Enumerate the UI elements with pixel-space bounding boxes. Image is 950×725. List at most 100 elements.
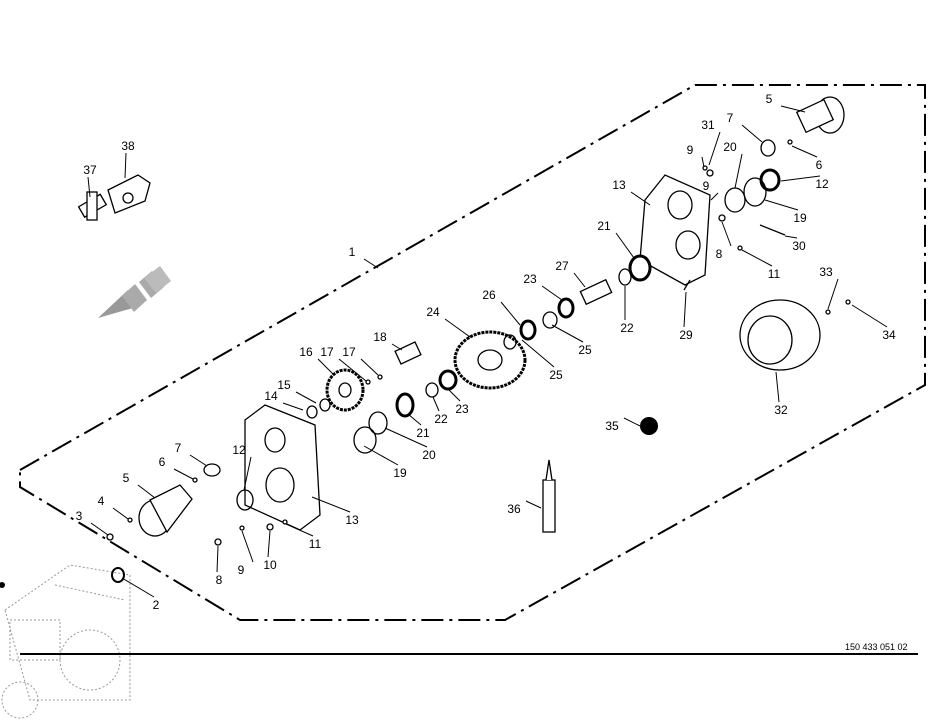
callout-21: 21 <box>416 426 430 440</box>
bearing-21-right <box>628 254 652 282</box>
callout-19: 19 <box>393 466 407 480</box>
callout-9: 9 <box>238 563 245 577</box>
callout-13: 13 <box>612 178 626 192</box>
tube-36 <box>542 459 556 533</box>
leader-line <box>267 530 271 558</box>
callout-4: 4 <box>98 494 105 508</box>
callout-15: 15 <box>277 378 291 392</box>
leader-line <box>791 145 818 158</box>
leader-line <box>780 105 806 113</box>
leader-line <box>121 577 155 598</box>
leader-line <box>500 301 521 326</box>
leader-line <box>112 507 129 520</box>
callout-1: 1 <box>349 245 356 259</box>
callout-12: 12 <box>232 443 246 457</box>
leader-line <box>432 396 440 412</box>
callout-3: 3 <box>76 509 83 523</box>
leader-line <box>243 456 252 491</box>
callout-7: 7 <box>175 441 182 455</box>
leader-line <box>90 522 109 536</box>
callout-25: 25 <box>549 368 563 382</box>
shaft-27 <box>579 278 613 306</box>
leader-line <box>541 285 563 301</box>
leader-line <box>683 291 687 328</box>
leader-line <box>447 388 461 402</box>
callout-32: 32 <box>774 403 788 417</box>
callout-26: 26 <box>482 288 496 302</box>
leader-line <box>391 343 403 351</box>
leader-line <box>87 176 91 198</box>
callout-21: 21 <box>597 219 611 233</box>
leader-line <box>741 124 763 143</box>
callout-23: 23 <box>523 272 537 286</box>
leader-line <box>285 523 314 537</box>
leader-line <box>734 153 743 189</box>
leader-line <box>124 152 127 179</box>
leader-line <box>710 192 719 201</box>
housing-cover-left <box>244 404 321 531</box>
callout-9: 9 <box>703 179 710 193</box>
callout-14: 14 <box>264 389 278 403</box>
leader-line <box>741 249 773 267</box>
leader-line <box>241 530 254 563</box>
callout-20: 20 <box>422 448 436 462</box>
callout-27: 27 <box>555 259 569 273</box>
motor-right <box>795 96 845 134</box>
leader-line <box>630 191 651 206</box>
callout-11: 11 <box>768 267 781 281</box>
leader-line <box>363 258 379 269</box>
leader-line <box>363 445 399 466</box>
leader-line <box>780 175 821 182</box>
leader-line <box>189 454 208 467</box>
leader-line <box>623 417 641 427</box>
callout-17: 17 <box>342 345 356 359</box>
callout-9: 9 <box>687 143 694 157</box>
leader-line <box>721 221 732 247</box>
callout-37: 37 <box>83 163 97 177</box>
assembly-boundary <box>19 84 926 621</box>
leader-line <box>764 199 799 211</box>
bearing-21-left <box>395 392 415 418</box>
callout-2: 2 <box>153 598 160 612</box>
leader-line <box>521 339 555 368</box>
leader-line <box>407 413 422 426</box>
leader-line <box>827 278 839 310</box>
callout-10: 10 <box>263 558 277 572</box>
yoke <box>107 174 151 214</box>
leader-line <box>295 391 317 404</box>
callout-29: 29 <box>679 328 693 342</box>
leader-line <box>360 358 379 376</box>
leader-line <box>784 235 798 239</box>
leader-line <box>615 232 635 259</box>
drawing-number: 150 433 051 02 <box>845 642 908 652</box>
leader-line <box>775 371 780 403</box>
callout-6: 6 <box>159 455 166 469</box>
leader-line <box>851 304 888 328</box>
callout-33: 33 <box>819 265 833 279</box>
callout-36: 36 <box>507 502 521 516</box>
callout-8: 8 <box>716 247 723 261</box>
callout-20: 20 <box>723 140 737 154</box>
leader-line <box>573 272 586 288</box>
machine-ghost-outline <box>1 564 131 719</box>
leader-line <box>137 484 156 499</box>
callout-5: 5 <box>123 471 130 485</box>
callout-13: 13 <box>345 513 359 527</box>
universal-joint-cross <box>77 191 108 221</box>
direction-arrow-icon <box>98 266 171 318</box>
callout-30: 30 <box>792 239 806 253</box>
callout-24: 24 <box>426 305 440 319</box>
small-fasteners <box>106 139 851 546</box>
cover-32 <box>739 299 821 371</box>
leader-line <box>317 358 335 376</box>
machine-dot <box>0 582 5 588</box>
callout-25: 25 <box>578 343 592 357</box>
callout-12: 12 <box>815 177 829 191</box>
housing-cover-right <box>639 174 711 286</box>
leader-line <box>708 131 721 166</box>
callout-23: 23 <box>455 402 469 416</box>
callout-38: 38 <box>121 139 135 153</box>
leader-line <box>173 468 194 480</box>
